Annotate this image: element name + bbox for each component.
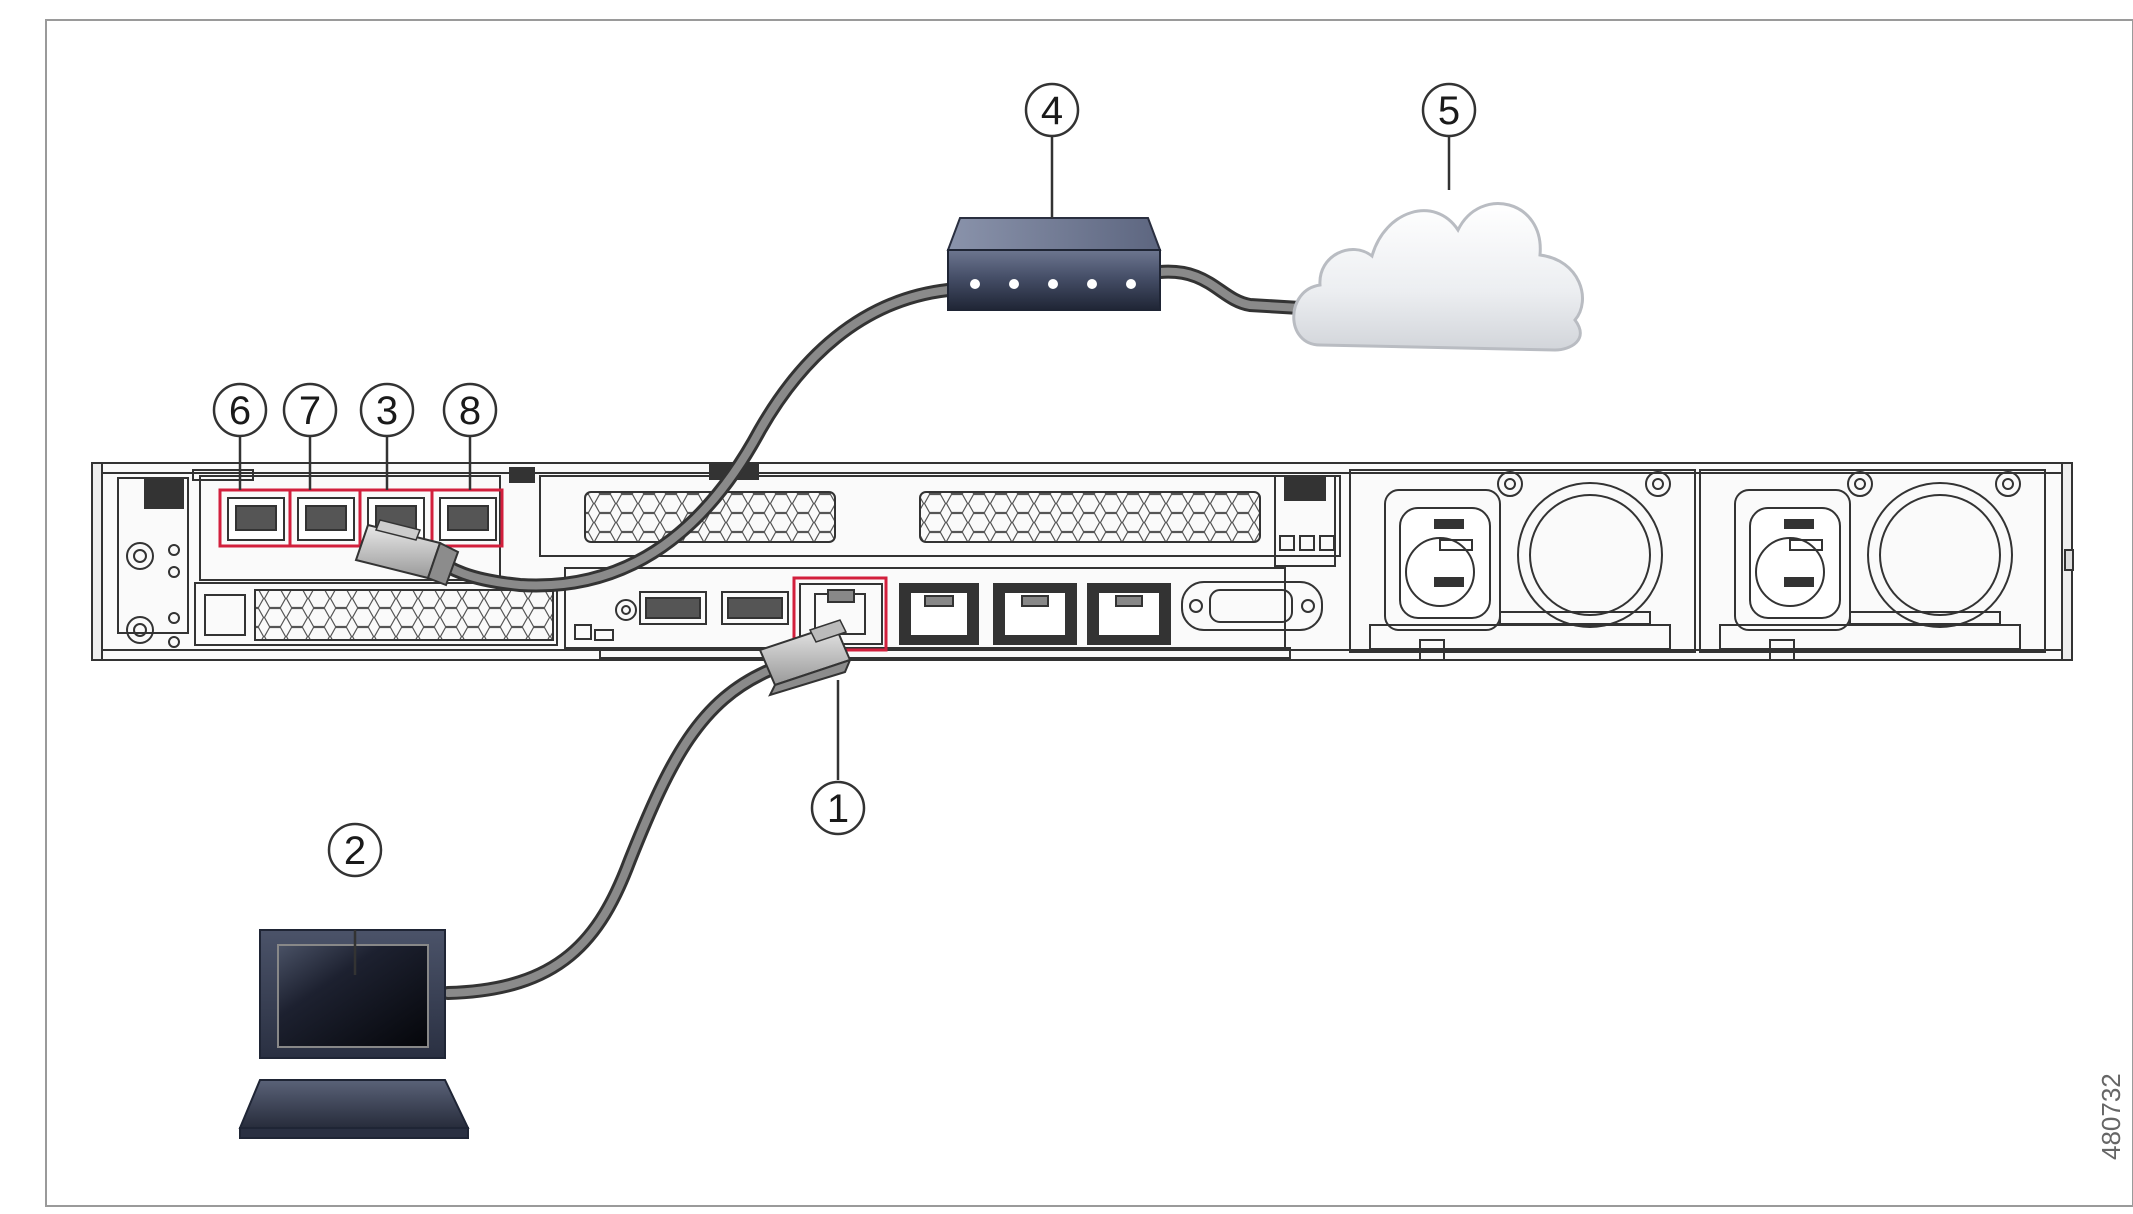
figure-id: 480732 bbox=[2096, 1073, 2126, 1160]
riser-port-6 bbox=[218, 488, 292, 548]
callout-2: 2 bbox=[327, 822, 383, 878]
riser-port-group bbox=[218, 488, 504, 548]
cloud-icon bbox=[1292, 202, 1584, 352]
laptop-icon bbox=[238, 929, 470, 1139]
callout-5: 5 bbox=[1421, 82, 1477, 138]
callout-1-label: 1 bbox=[827, 787, 849, 831]
riser-port-7 bbox=[288, 488, 362, 548]
riser-port-8 bbox=[430, 488, 504, 548]
callout-1: 1 bbox=[810, 780, 866, 836]
server-rear-panel bbox=[91, 462, 2074, 661]
rj45-connector-riser bbox=[354, 519, 460, 587]
callout-3-label: 3 bbox=[376, 389, 398, 433]
callout-7: 7 bbox=[282, 382, 338, 438]
network-switch-icon bbox=[946, 217, 1162, 311]
callout-8-label: 8 bbox=[459, 389, 481, 433]
callout-3: 3 bbox=[359, 382, 415, 438]
callout-leaders bbox=[238, 135, 1451, 975]
callout-5-label: 5 bbox=[1438, 89, 1460, 133]
rj45-connector-mgmt bbox=[758, 619, 852, 697]
callout-4-label: 4 bbox=[1041, 89, 1063, 133]
cables bbox=[423, 264, 1307, 1000]
callout-6: 6 bbox=[212, 382, 268, 438]
callout-4: 4 bbox=[1024, 82, 1080, 138]
callout-2-label: 2 bbox=[344, 829, 366, 873]
callout-7-label: 7 bbox=[299, 389, 321, 433]
callout-8: 8 bbox=[442, 382, 498, 438]
callout-6-label: 6 bbox=[229, 389, 251, 433]
